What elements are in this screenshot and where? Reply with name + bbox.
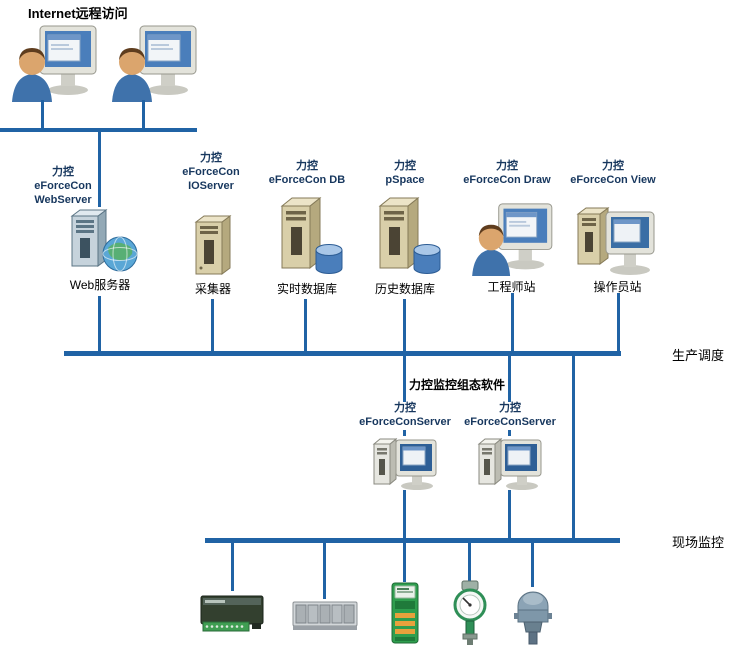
plc-controller-icon [200, 590, 264, 634]
gauge-transmitter-icon [448, 580, 492, 646]
connector-pressure-transmitter-drop [531, 543, 534, 587]
engineer-station-label: 力控 eForceCon Draw [463, 160, 551, 186]
connector-client1-drop [41, 100, 44, 130]
connector-realtime-db-bus [304, 299, 307, 351]
connector-bus-scada2 [508, 356, 511, 436]
connector-plc2-drop [323, 543, 326, 599]
engineer-station-caption: 工程师站 [487, 280, 536, 294]
field-bus-line [205, 538, 620, 543]
engineer-station-icon [468, 202, 556, 276]
history-db-caption: 历史数据库 [374, 282, 435, 296]
connector-engineer-bus [511, 293, 514, 351]
connector-bus-to-field-bus [572, 356, 575, 538]
scada-server1-label: 力控 eForceConServer [357, 402, 453, 430]
internet-client-workstation-icon [8, 24, 100, 102]
connector-client2-drop [142, 100, 145, 130]
diagram-title: Internet远程访问 [28, 6, 128, 21]
operator-station-icon [570, 202, 658, 276]
production-section-label: 生产调度 [672, 348, 725, 363]
scada-server2-label: 力控 eForceConServer [462, 402, 558, 430]
connector-transmitter-drop [468, 543, 471, 581]
history-db-label: 力控 pSpace [385, 160, 425, 186]
internet-client-workstation-icon [108, 24, 200, 102]
pressure-transmitter-icon [510, 586, 556, 646]
connector-operator-bus [617, 293, 620, 351]
field-section-label: 现场监控 [672, 535, 725, 550]
production-bus-line [64, 351, 621, 356]
operator-station-caption: 操作员站 [593, 280, 642, 294]
connector-plc1-drop [231, 543, 234, 591]
ioserver-caption: 采集器 [194, 282, 231, 296]
io-module-icon [385, 581, 425, 645]
connector-ioserver-bus [211, 299, 214, 351]
connector-webserver-bus [98, 296, 101, 351]
connector-scada1-field-bus [403, 490, 406, 538]
connector-internet-to-webserver [98, 131, 101, 207]
connector-io-module-drop [403, 543, 406, 582]
ioserver-label: 力控 eForceCon IOServer [182, 152, 240, 192]
connector-scada2-field-bus [508, 490, 511, 538]
io-server-icon [186, 214, 240, 276]
internet-segment-line [0, 128, 197, 132]
realtime-db-server-icon [270, 194, 346, 278]
operator-station-label: 力控 eForceCon View [570, 160, 656, 186]
connector-history-db-bus [403, 299, 406, 351]
scada-server1-icon [368, 434, 442, 492]
plc-rack-icon [292, 598, 358, 632]
web-server-icon [58, 206, 142, 274]
history-db-server-icon [368, 194, 444, 278]
scada-server2-icon [473, 434, 547, 492]
middleware-title: 力控监控组态软件 [408, 378, 505, 392]
webserver-label: 力控 eForceCon WebServer [34, 166, 92, 206]
realtime-db-caption: 实时数据库 [276, 282, 337, 296]
webserver-caption: Web服务器 [69, 278, 131, 292]
realtime-db-label: 力控 eForceCon DB [268, 160, 346, 186]
connector-bus-scada1 [403, 356, 406, 436]
